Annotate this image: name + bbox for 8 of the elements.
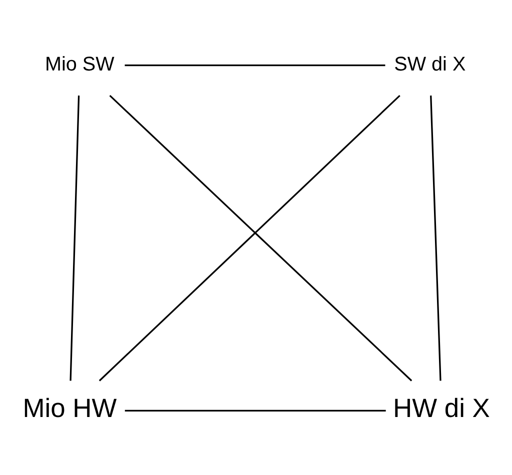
- node-text: SW di X: [394, 52, 466, 75]
- connector: [430, 95, 442, 380]
- connector: [70, 95, 80, 380]
- node-text: Mio HW: [22, 392, 117, 422]
- connector: [124, 409, 386, 411]
- node-text: HW di X: [393, 392, 490, 422]
- connector: [124, 64, 386, 66]
- node-text: Mio SW: [44, 52, 114, 75]
